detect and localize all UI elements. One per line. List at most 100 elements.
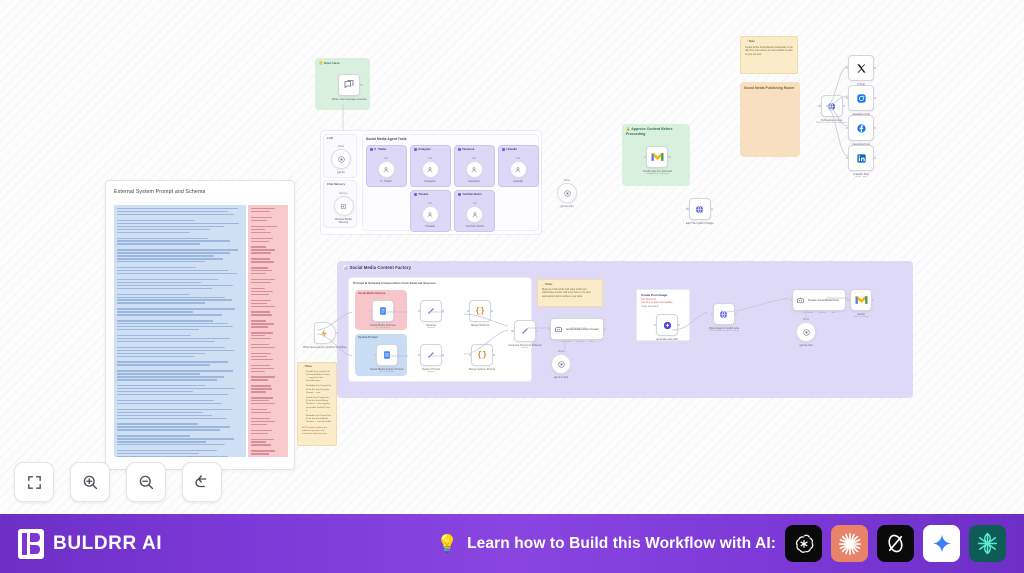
node-box[interactable] xyxy=(338,74,363,96)
input-port[interactable] xyxy=(845,96,848,100)
workflow-canvas[interactable]: External System Prompt and Schema 📒 Star… xyxy=(0,0,1024,514)
node-when-chat-message-received[interactable]: When chat message received xyxy=(332,74,367,101)
node-circle[interactable] xyxy=(331,149,351,169)
node-instagram-post[interactable]: Instagram Post xyxy=(845,85,877,116)
input-port[interactable] xyxy=(369,309,372,313)
node-circle[interactable] xyxy=(421,206,439,223)
node-edit-uplift-image[interactable]: Edit The Uplift of Image xyxy=(686,198,714,225)
input-port[interactable] xyxy=(818,104,821,108)
output-port[interactable] xyxy=(874,126,877,130)
node-code-0[interactable]: {}Merge Schema xyxy=(466,300,494,327)
input-port[interactable] xyxy=(789,298,792,302)
input-port[interactable] xyxy=(468,353,472,357)
node-box[interactable] xyxy=(369,300,397,322)
input-port[interactable] xyxy=(845,66,848,70)
input-port[interactable] xyxy=(847,298,850,302)
grok-logo[interactable] xyxy=(877,525,914,562)
output-port[interactable] xyxy=(604,327,607,331)
output-port[interactable] xyxy=(874,96,877,100)
social-media-content-factory-group[interactable]: 📊 Social Media Content Factory Prompt & … xyxy=(337,261,913,398)
node-window-buffer-memory[interactable]: Memory Window Buffer Memory xyxy=(331,193,356,224)
node-box[interactable]: {} xyxy=(468,344,496,366)
node-publishing-switch[interactable]: To Register Image SWITCH uses Canvas Rou… xyxy=(816,95,847,125)
node-circle[interactable] xyxy=(421,161,439,178)
node-circle[interactable] xyxy=(377,161,395,178)
node-circle[interactable] xyxy=(557,183,577,203)
fit-to-view-button[interactable] xyxy=(14,462,54,502)
reset-zoom-button[interactable] xyxy=(182,462,222,502)
node-prepare-llm[interactable]: Model gpt-4o-mini xyxy=(796,319,816,347)
node-circle[interactable] xyxy=(466,206,484,223)
node-llm-model[interactable]: Model gpt-4o xyxy=(331,146,351,174)
input-port[interactable] xyxy=(547,327,550,331)
gemini-logo[interactable] xyxy=(923,525,960,562)
node-gmail-draft[interactable]: Gmail draft : message xyxy=(847,289,875,319)
factory-side-note[interactable]: 📝 Notes Business Chat works with other L… xyxy=(537,279,603,307)
node-box[interactable] xyxy=(417,344,445,366)
input-port[interactable] xyxy=(644,155,647,159)
input-port[interactable] xyxy=(686,207,689,211)
node-box[interactable]: {} xyxy=(466,300,494,322)
node-box[interactable] xyxy=(653,314,681,336)
node-generate-post-image[interactable]: generate post with xyxy=(653,314,681,341)
canvas-zoom-toolbar[interactable] xyxy=(14,462,222,502)
node-gmail-user-for-approval[interactable]: Gmail User For Approval sendAndWait / me… xyxy=(643,146,672,176)
approve-content-group[interactable]: 🔒 Approve Content Before Proceeding Gmai… xyxy=(622,124,690,186)
output-port[interactable] xyxy=(872,298,875,302)
publishing-credentials-note[interactable]: 📝 Note Create all the Social Media Crede… xyxy=(740,36,798,74)
output-port[interactable] xyxy=(668,155,671,159)
node-box[interactable] xyxy=(686,198,714,220)
output-port[interactable] xyxy=(360,83,363,87)
node-social-media-content-creator[interactable]: Social Media Content Creator Chat Model … xyxy=(547,318,607,343)
output-port[interactable] xyxy=(842,104,845,108)
node-box[interactable] xyxy=(818,95,845,117)
node-box[interactable] xyxy=(373,344,401,366)
node-box[interactable] xyxy=(644,146,671,168)
social-media-publishing-router-group[interactable]: Social Media Publishing Router xyxy=(740,82,800,157)
node-circle[interactable] xyxy=(333,196,354,216)
node-agent-llm[interactable]: Model gpt-4.1-mini xyxy=(551,351,571,379)
chat-memory-panel[interactable]: Chat Memory Memory Window Buffer Memory xyxy=(323,180,357,228)
llm-panel[interactable]: LLM Model gpt-4o xyxy=(323,134,357,178)
node-box[interactable] xyxy=(845,145,877,171)
node-compose-prompt-schema[interactable]: Compose Prompt & Schema manual xyxy=(508,320,541,350)
node-code-1[interactable]: {}Merge System Prompt xyxy=(468,344,496,371)
node-box[interactable] xyxy=(417,300,445,322)
output-port[interactable] xyxy=(491,309,494,313)
input-port[interactable] xyxy=(417,309,420,313)
output-port[interactable] xyxy=(335,331,339,335)
output-port[interactable] xyxy=(442,353,445,357)
output-port[interactable] xyxy=(442,309,445,313)
output-port[interactable] xyxy=(535,329,539,333)
node-facebook-post[interactable]: Facebook Post xyxy=(845,115,877,146)
input-port[interactable] xyxy=(653,323,656,327)
external-prompt-document-card[interactable]: External System Prompt and Schema xyxy=(105,180,295,470)
start-here-group[interactable]: 📒 Start Here When chat message received xyxy=(315,58,370,110)
node-post-image-to-imgbb[interactable]: Post Image to Imgbb Link HTTP Request no… xyxy=(709,303,739,333)
node-prepare-social-media-posts[interactable]: Prepare Social Media Posts Chat Model Me… xyxy=(789,289,849,314)
node-when-executed-by-another-workflow[interactable]: When Executed by Another Workflow xyxy=(303,322,346,349)
node-box[interactable] xyxy=(847,289,875,311)
output-port[interactable] xyxy=(874,66,877,70)
zoom-out-button[interactable] xyxy=(126,462,166,502)
input-port[interactable] xyxy=(466,309,469,313)
input-port[interactable] xyxy=(511,329,514,333)
brand-lockup[interactable]: BULDRR AI xyxy=(18,528,162,559)
input-port[interactable] xyxy=(373,353,376,357)
node-box[interactable] xyxy=(710,303,738,325)
